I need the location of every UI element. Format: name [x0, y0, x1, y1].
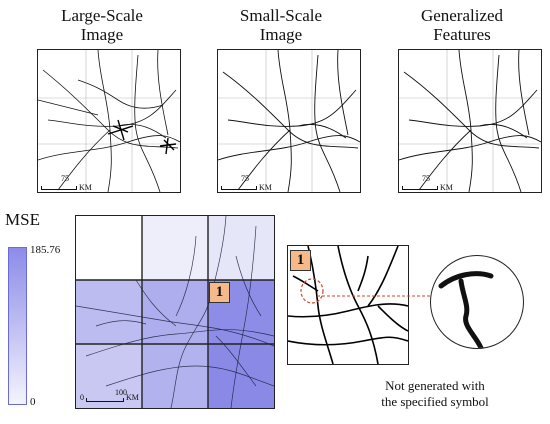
cell-2-0 [76, 344, 142, 408]
large-scale-map [38, 50, 180, 192]
scale-value: 75 [422, 174, 430, 183]
map-grid [38, 50, 180, 192]
map-grid [218, 50, 360, 192]
title-small-line1: Small-Scale [239, 6, 323, 25]
large-scale-panel: 75 KM [37, 49, 181, 193]
map-grid [399, 50, 541, 192]
mse-grid-map: 0 100 KM [75, 215, 275, 409]
title-generalized: Generalized Features [397, 6, 527, 44]
road-network [399, 50, 541, 192]
region-badge-map: 1 [209, 282, 230, 303]
grid-lines [76, 216, 274, 408]
mse-cells [76, 216, 274, 408]
mse-colorbar [8, 247, 27, 405]
scale-bar-small: 75 KM [221, 175, 272, 192]
small-scale-panel: 75 KM [217, 49, 361, 193]
cell-0-2 [208, 216, 274, 280]
zoom-detail-map [288, 246, 408, 364]
road-network [218, 50, 360, 192]
caption-line1: Not generated with [385, 378, 485, 393]
scale-value: 100 [115, 388, 127, 397]
scale-value: 75 [61, 174, 69, 183]
mse-label: MSE [5, 210, 40, 229]
generalized-map [399, 50, 541, 192]
dense-city-cluster [107, 119, 177, 155]
cell-0-0 [76, 216, 142, 280]
scale-bar-mse-map: 0 100 KM [80, 389, 139, 402]
generalized-panel: 75 KM [398, 49, 542, 193]
scale-bar-general: 75 KM [402, 175, 453, 192]
road-network [38, 50, 180, 192]
zoom-caption: Not generated with the specified symbol [355, 378, 515, 410]
scale-unit: KM [126, 393, 139, 402]
title-small-scale: Small-Scale Image [216, 6, 346, 44]
cell-2-1 [142, 344, 208, 408]
scale-unit: KM [440, 183, 453, 192]
cell-1-0 [76, 280, 142, 344]
scale-value: 75 [241, 174, 249, 183]
title-general-line1: Generalized [420, 6, 504, 25]
scale-zero: 0 [80, 393, 84, 402]
title-large-line1: Large-Scale [61, 6, 143, 25]
mse-grid-svg [76, 216, 274, 408]
mse-min-label: 0 [30, 396, 36, 408]
callout-ellipse [300, 278, 324, 304]
title-small-line2: Image [259, 25, 303, 44]
caption-line2: the specified symbol [381, 394, 489, 409]
title-large-line2: Image [80, 25, 124, 44]
magnified-circle [430, 255, 524, 349]
region-badge-zoom: 1 [290, 250, 311, 271]
title-general-line2: Features [433, 25, 491, 44]
cell-1-1 [142, 280, 208, 344]
mse-max-label: 185.76 [30, 244, 61, 256]
cell-2-2 [208, 344, 274, 408]
scale-bar-large: 75 KM [41, 175, 92, 192]
scale-unit: KM [259, 183, 272, 192]
road-network [288, 246, 408, 364]
scale-unit: KM [79, 183, 92, 192]
cell-0-1 [142, 216, 208, 280]
small-scale-map [218, 50, 360, 192]
magnified-road [438, 271, 494, 348]
title-large-scale: Large-Scale Image [37, 6, 167, 44]
